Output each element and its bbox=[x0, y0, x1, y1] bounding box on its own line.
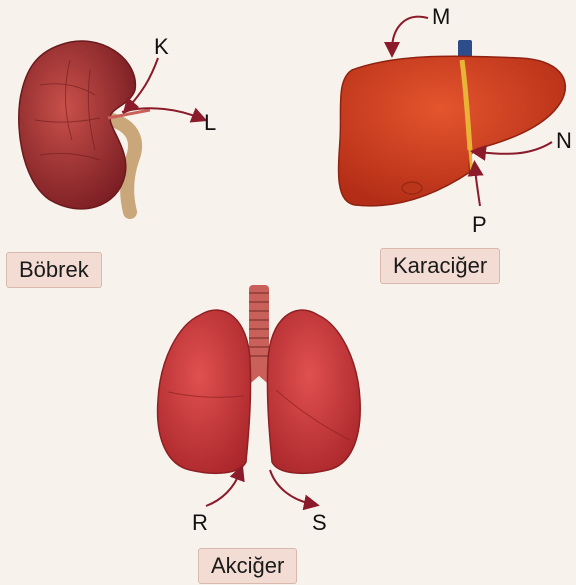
letter-l: L bbox=[204, 112, 216, 134]
trachea bbox=[249, 285, 269, 375]
liver-portal-vessel bbox=[470, 150, 472, 176]
lung-left bbox=[158, 310, 251, 473]
letter-m: M bbox=[432, 6, 450, 28]
liver bbox=[339, 40, 566, 206]
label-lung: Akciğer bbox=[198, 548, 297, 584]
arrow-p bbox=[475, 168, 480, 206]
liver-body bbox=[339, 56, 566, 206]
letter-r: R bbox=[192, 512, 208, 534]
liver-gallbladder bbox=[402, 182, 422, 194]
lungs bbox=[158, 285, 361, 473]
arrow-r bbox=[206, 472, 240, 506]
letter-s: S bbox=[312, 512, 327, 534]
letter-p: P bbox=[472, 214, 487, 236]
lung-right bbox=[267, 310, 360, 473]
letter-k: K bbox=[154, 36, 169, 58]
letter-n: N bbox=[556, 130, 572, 152]
kidney bbox=[19, 41, 150, 212]
label-liver: Karaciğer bbox=[380, 248, 500, 284]
label-kidney: Böbrek bbox=[6, 252, 102, 288]
arrow-m bbox=[392, 17, 428, 50]
arrow-s bbox=[270, 470, 312, 504]
